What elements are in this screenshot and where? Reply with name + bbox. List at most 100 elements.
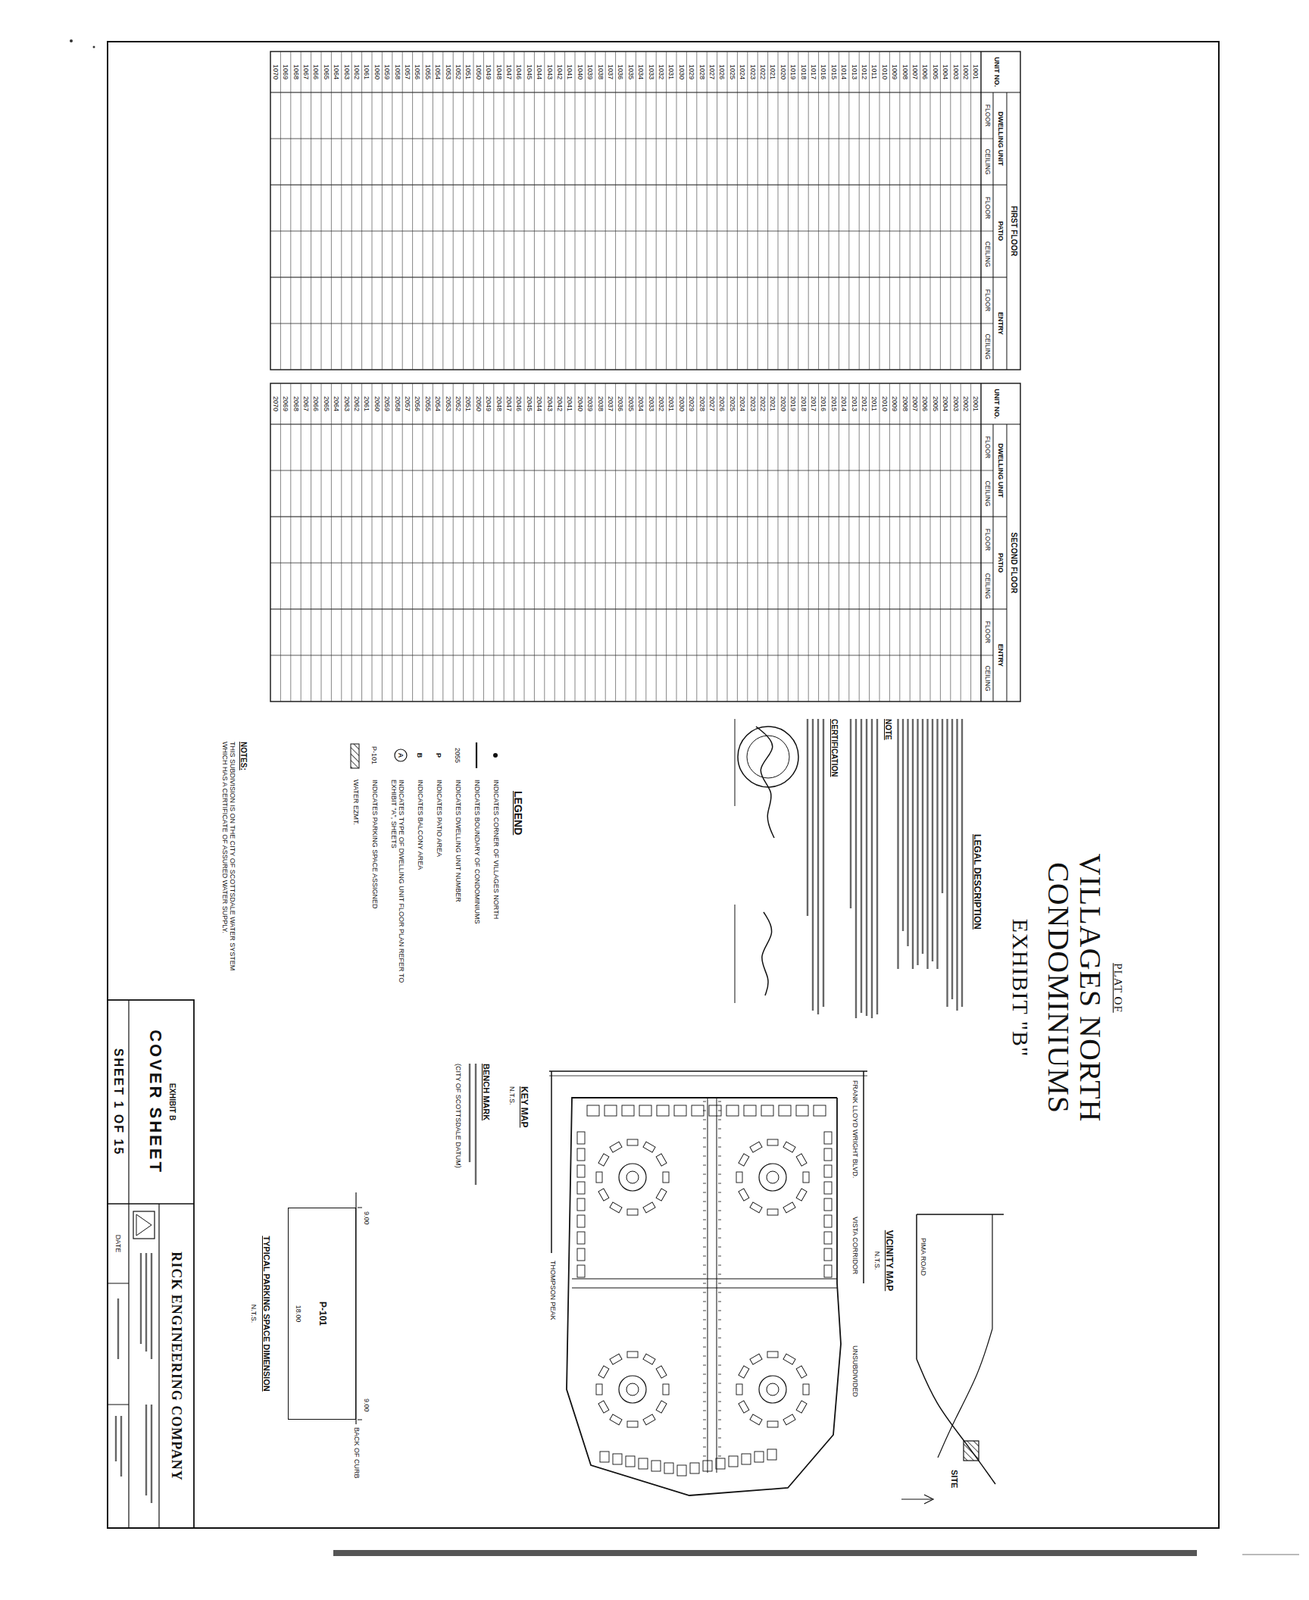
building [824,1215,832,1228]
parking-stall [718,1192,722,1194]
building [783,1414,796,1425]
unit-number: 1069 [281,51,290,93]
table-row-rule [828,51,830,370]
building [690,1462,700,1474]
vicinity-map [901,1214,1004,1504]
unit-number: 2011 [870,383,878,425]
parking-stall [702,1392,707,1394]
building [824,1198,832,1211]
building [778,1105,791,1116]
unit-number: 2029 [687,383,696,425]
table-rule [270,655,994,657]
parking-stall [702,1428,707,1430]
signature-line [734,904,736,1003]
title-block-rule [107,1283,129,1285]
table-row-rule [310,51,312,370]
parking-stall [702,1201,707,1203]
column-heading: CEILING [983,562,991,610]
site-boundary [566,1097,841,1496]
unit-number: 2069 [281,383,290,425]
illegible-text-line [468,1063,471,1163]
parking-stall [702,1265,707,1266]
unit-number: 1046 [515,51,523,93]
parking-stall [718,1392,722,1394]
unit-number: 1054 [434,51,442,93]
column-heading: CEILING [983,470,991,517]
building [577,1248,585,1261]
unit-number: 1009 [890,51,899,93]
road [916,1213,1004,1216]
table-row-rule [503,383,505,702]
table-row-rule [422,51,424,370]
parking-stall [718,1174,722,1175]
illegible-text-line [912,718,914,969]
building [796,1365,807,1378]
unit-number: 1034 [637,51,645,93]
building [656,1188,667,1201]
building [783,1353,796,1365]
table-row-rule [442,51,444,370]
building [651,1460,661,1472]
parking-stall [718,1228,722,1230]
section-heading: CERTIFICATION [830,718,840,777]
table-row-rule [889,51,891,370]
unit-number: 1056 [413,51,422,93]
unit-number: 1051 [464,51,472,93]
illegible-text-line [876,718,878,1015]
table-row-rule [543,383,545,702]
parking-stall [702,1355,707,1357]
building [598,1188,610,1201]
table-row-rule [879,51,881,370]
table-row-rule [838,383,840,702]
unit-number: 1038 [596,51,604,93]
building [577,1265,585,1278]
building [656,1153,667,1166]
building [783,1202,796,1213]
table-row-rule [727,51,728,370]
building [824,1181,832,1194]
building [741,1453,751,1465]
table-row-rule [899,383,900,702]
road [937,1328,993,1458]
table-row-rule [493,51,494,370]
table-row-rule [534,51,535,370]
building [796,1153,807,1166]
unit-number: 1026 [718,51,726,93]
table-row-rule [909,383,911,702]
road-name: PIMA ROAD [919,1237,928,1276]
building [824,1131,832,1144]
unit-number: 2050 [474,383,483,425]
parking-stall [718,1219,722,1221]
parking-stall [718,1355,722,1357]
road [549,1070,868,1072]
unit-number: 1017 [809,51,818,93]
parking-stall [702,1137,707,1139]
column-heading: FLOOR [983,609,991,656]
building [736,1383,743,1395]
building [664,1462,674,1474]
table-rule [270,470,994,472]
illegible-text-line [145,1252,147,1352]
parking-stall [718,1165,722,1166]
unit-number: 1042 [556,51,564,93]
unit-number: 1052 [454,51,463,93]
unit-number: 2062 [353,383,361,425]
table-row-rule [625,51,627,370]
certification-lines [807,718,824,1015]
table-banner: SECOND FLOOR [1009,424,1019,702]
illegible-text-line [951,718,953,1000]
unit-number: 2009 [890,383,899,425]
illegible-text-line [931,718,934,962]
parking-stall [718,1437,722,1439]
table-row-rule [645,383,647,702]
table-row-rule [656,51,657,370]
column-heading: ENTRY [996,609,1005,702]
parking-stall [702,1174,707,1175]
road [549,1075,868,1077]
building [638,1458,648,1469]
unit-number: 1048 [494,51,503,93]
unit-number: 1037 [606,51,615,93]
title-block-cell: EXHIBIT BCOVER SHEET [128,999,194,1204]
table-row-rule [676,51,678,370]
building [767,1421,778,1428]
